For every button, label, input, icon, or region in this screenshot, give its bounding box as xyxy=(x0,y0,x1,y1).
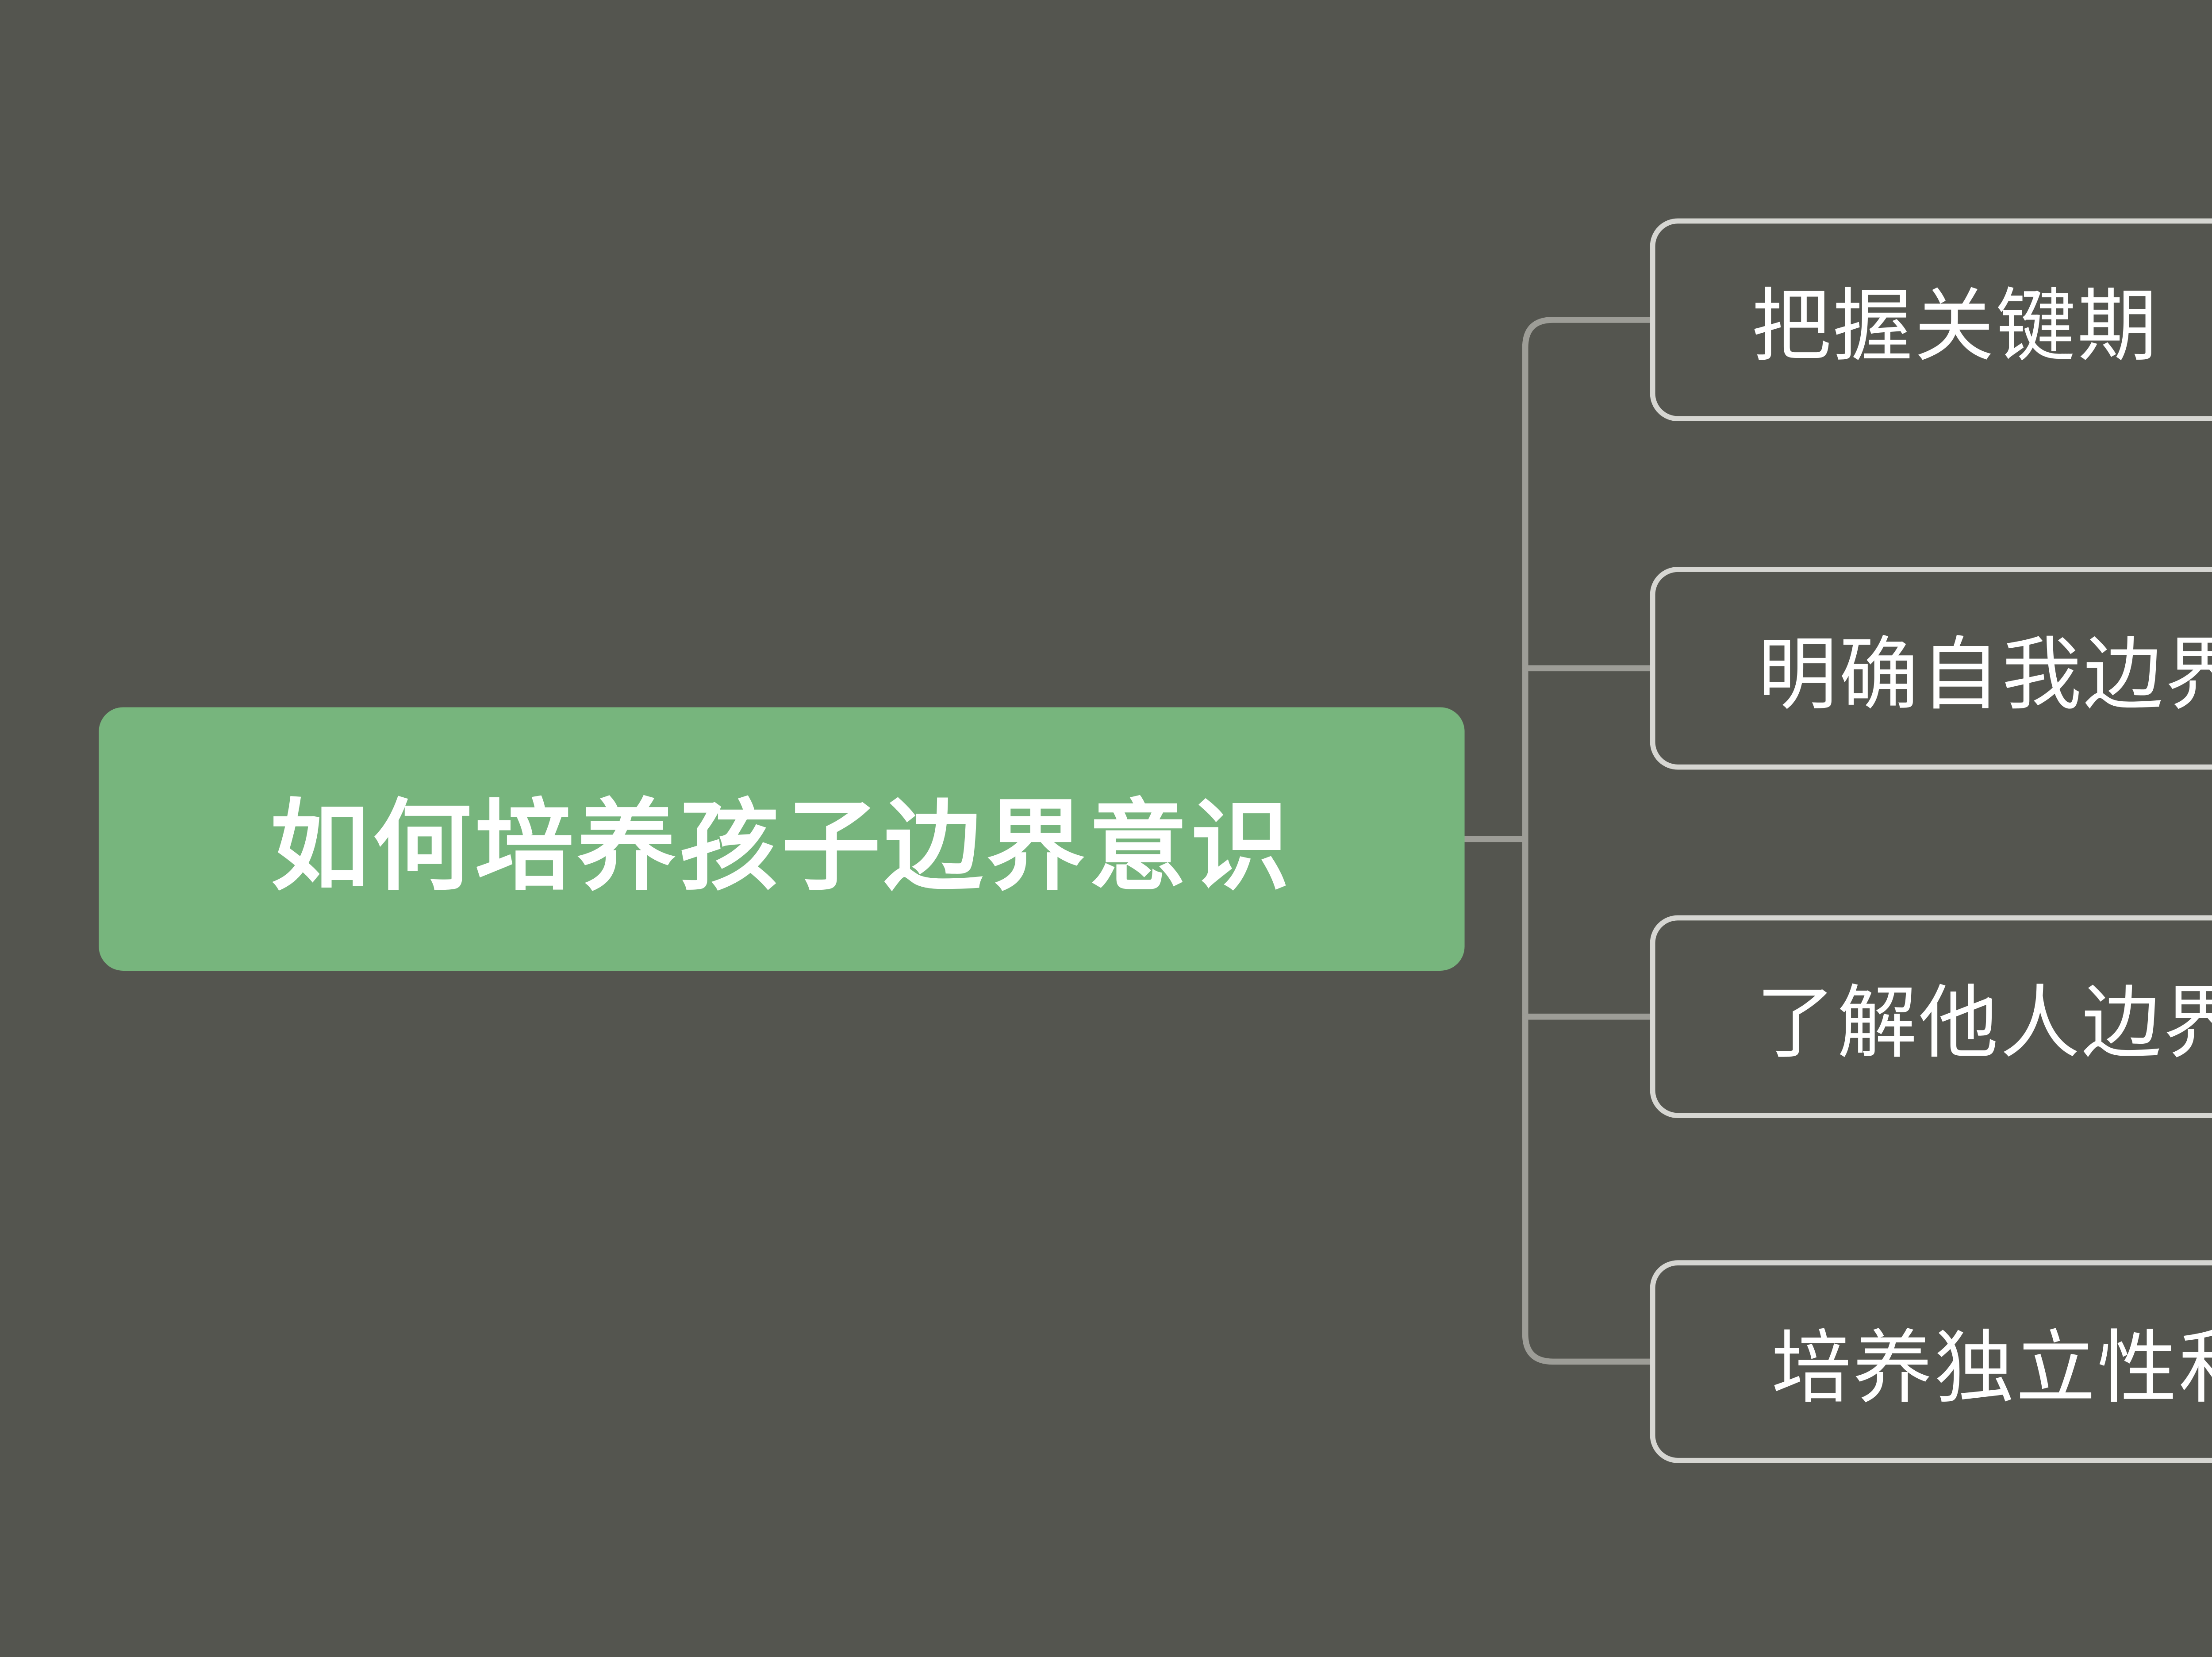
subtopic-label: 明确自我边界 xyxy=(1757,628,2212,719)
subtopic-node-1[interactable]: 把握关键期 xyxy=(1650,218,2212,422)
subtopic-node-4[interactable]: 培养独立性和责任感 xyxy=(1650,1260,2212,1463)
subtopic-node-2[interactable]: 明确自我边界 xyxy=(1650,567,2212,770)
central-topic-node[interactable]: 如何培养孩子边界意识 xyxy=(99,707,1465,971)
connector-bracket xyxy=(1522,316,1653,1365)
subtopic-label: 了解他人边界 xyxy=(1755,977,2212,1067)
subtopic-label: 培养独立性和责任感 xyxy=(1771,1322,2212,1412)
central-topic-label: 如何培养孩子边界意识 xyxy=(270,792,1293,903)
subtopic-node-3[interactable]: 了解他人边界 xyxy=(1650,915,2212,1118)
subtopic-label: 把握关键期 xyxy=(1751,280,2159,370)
